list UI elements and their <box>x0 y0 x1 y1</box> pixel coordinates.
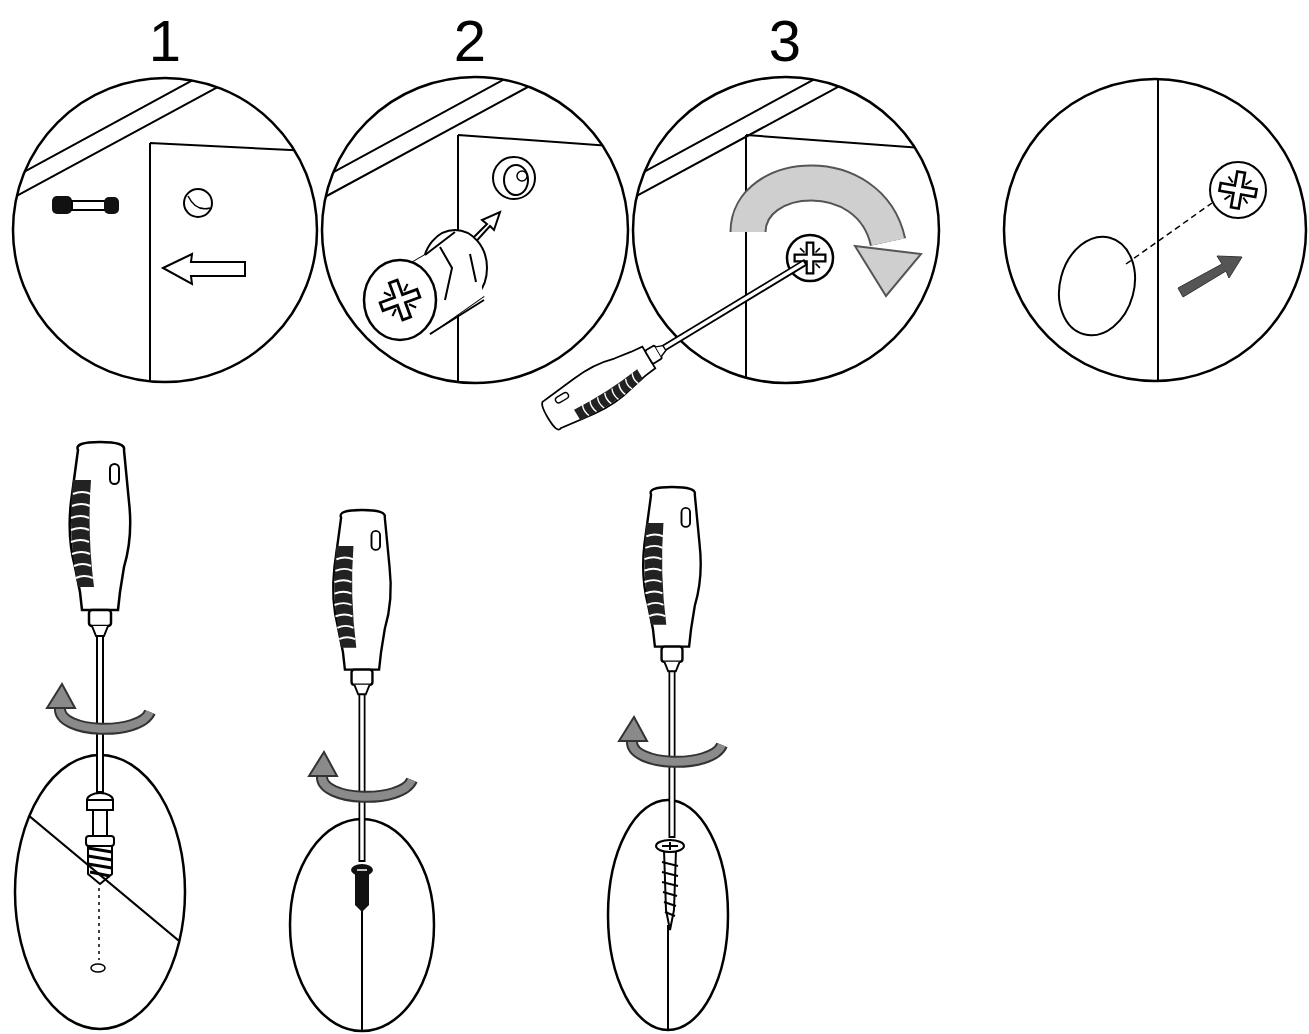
shelf-edge <box>0 68 240 205</box>
screw-step-c <box>608 487 728 1034</box>
rotation-arrow <box>309 752 412 797</box>
detail-circle <box>1004 79 1306 381</box>
machine-screw <box>351 864 373 912</box>
drill-hole <box>493 157 535 199</box>
screwdriver-shaft <box>96 627 104 793</box>
step-number: 3 <box>769 12 801 70</box>
screwdriver-shaft <box>359 682 366 862</box>
screwdriver-shaft-fill <box>360 682 364 860</box>
rotation-arrow <box>619 717 722 762</box>
shelf-edge <box>310 68 550 205</box>
screwdriver-handle <box>70 442 131 636</box>
step-number: 1 <box>149 12 181 70</box>
direction-arrow <box>1178 256 1242 297</box>
cam-bolt-head <box>52 196 72 214</box>
panel-edge <box>746 135 950 390</box>
cam-bolt-shaft <box>72 201 106 210</box>
step-3-detail <box>537 68 950 436</box>
screwdriver-handle <box>333 510 391 694</box>
cam-cross <box>375 275 425 325</box>
screwdriver-handle <box>537 330 675 436</box>
turn-arrow-outline <box>748 183 888 242</box>
panel-edge <box>1157 70 1159 390</box>
panel-edge <box>667 925 669 1034</box>
cam-head <box>787 235 833 281</box>
turn-arrow <box>748 183 888 242</box>
rotation-arrow <box>47 684 150 729</box>
pilot-hole <box>91 964 105 972</box>
cam-bolt-end <box>104 197 119 214</box>
detail-circle <box>13 78 317 382</box>
drill-hole <box>184 189 212 217</box>
cam-in-hole <box>504 165 528 195</box>
wood-screw <box>656 840 684 930</box>
direction-arrow <box>163 254 245 284</box>
panel-edge <box>361 905 363 1034</box>
turn-arrow-head <box>855 246 921 296</box>
bolt-end <box>517 171 527 181</box>
cam-bolt <box>86 793 114 884</box>
step-number: 2 <box>454 12 486 70</box>
dashed-guide <box>1126 203 1212 264</box>
screwdriver-shaft <box>659 262 806 351</box>
panel-edge <box>150 143 330 390</box>
step-1-detail <box>0 68 330 390</box>
dotted-guide <box>98 888 100 960</box>
cam-lock <box>364 230 487 340</box>
detail-ellipse <box>15 755 185 1029</box>
step-2-detail <box>310 68 640 390</box>
hole-shade <box>188 196 210 209</box>
cam-cross <box>1217 169 1259 211</box>
screw-step-a <box>10 442 190 1029</box>
cover-cap <box>1048 228 1145 344</box>
screwdriver-handle <box>643 487 701 671</box>
cover-cap-detail <box>1004 70 1306 390</box>
screwdriver-shaft-fill <box>670 660 674 836</box>
cam-head <box>1210 162 1266 218</box>
detail-circle <box>322 77 628 383</box>
screw-step-b <box>290 510 434 1034</box>
screwdriver-shaft-fill <box>98 627 102 791</box>
screwdriver-shaft-fill <box>659 263 804 351</box>
detail-circle <box>633 77 939 383</box>
detail-ellipse <box>608 800 728 1030</box>
screwdriver-shaft <box>669 660 676 838</box>
panel-edge <box>10 800 190 950</box>
